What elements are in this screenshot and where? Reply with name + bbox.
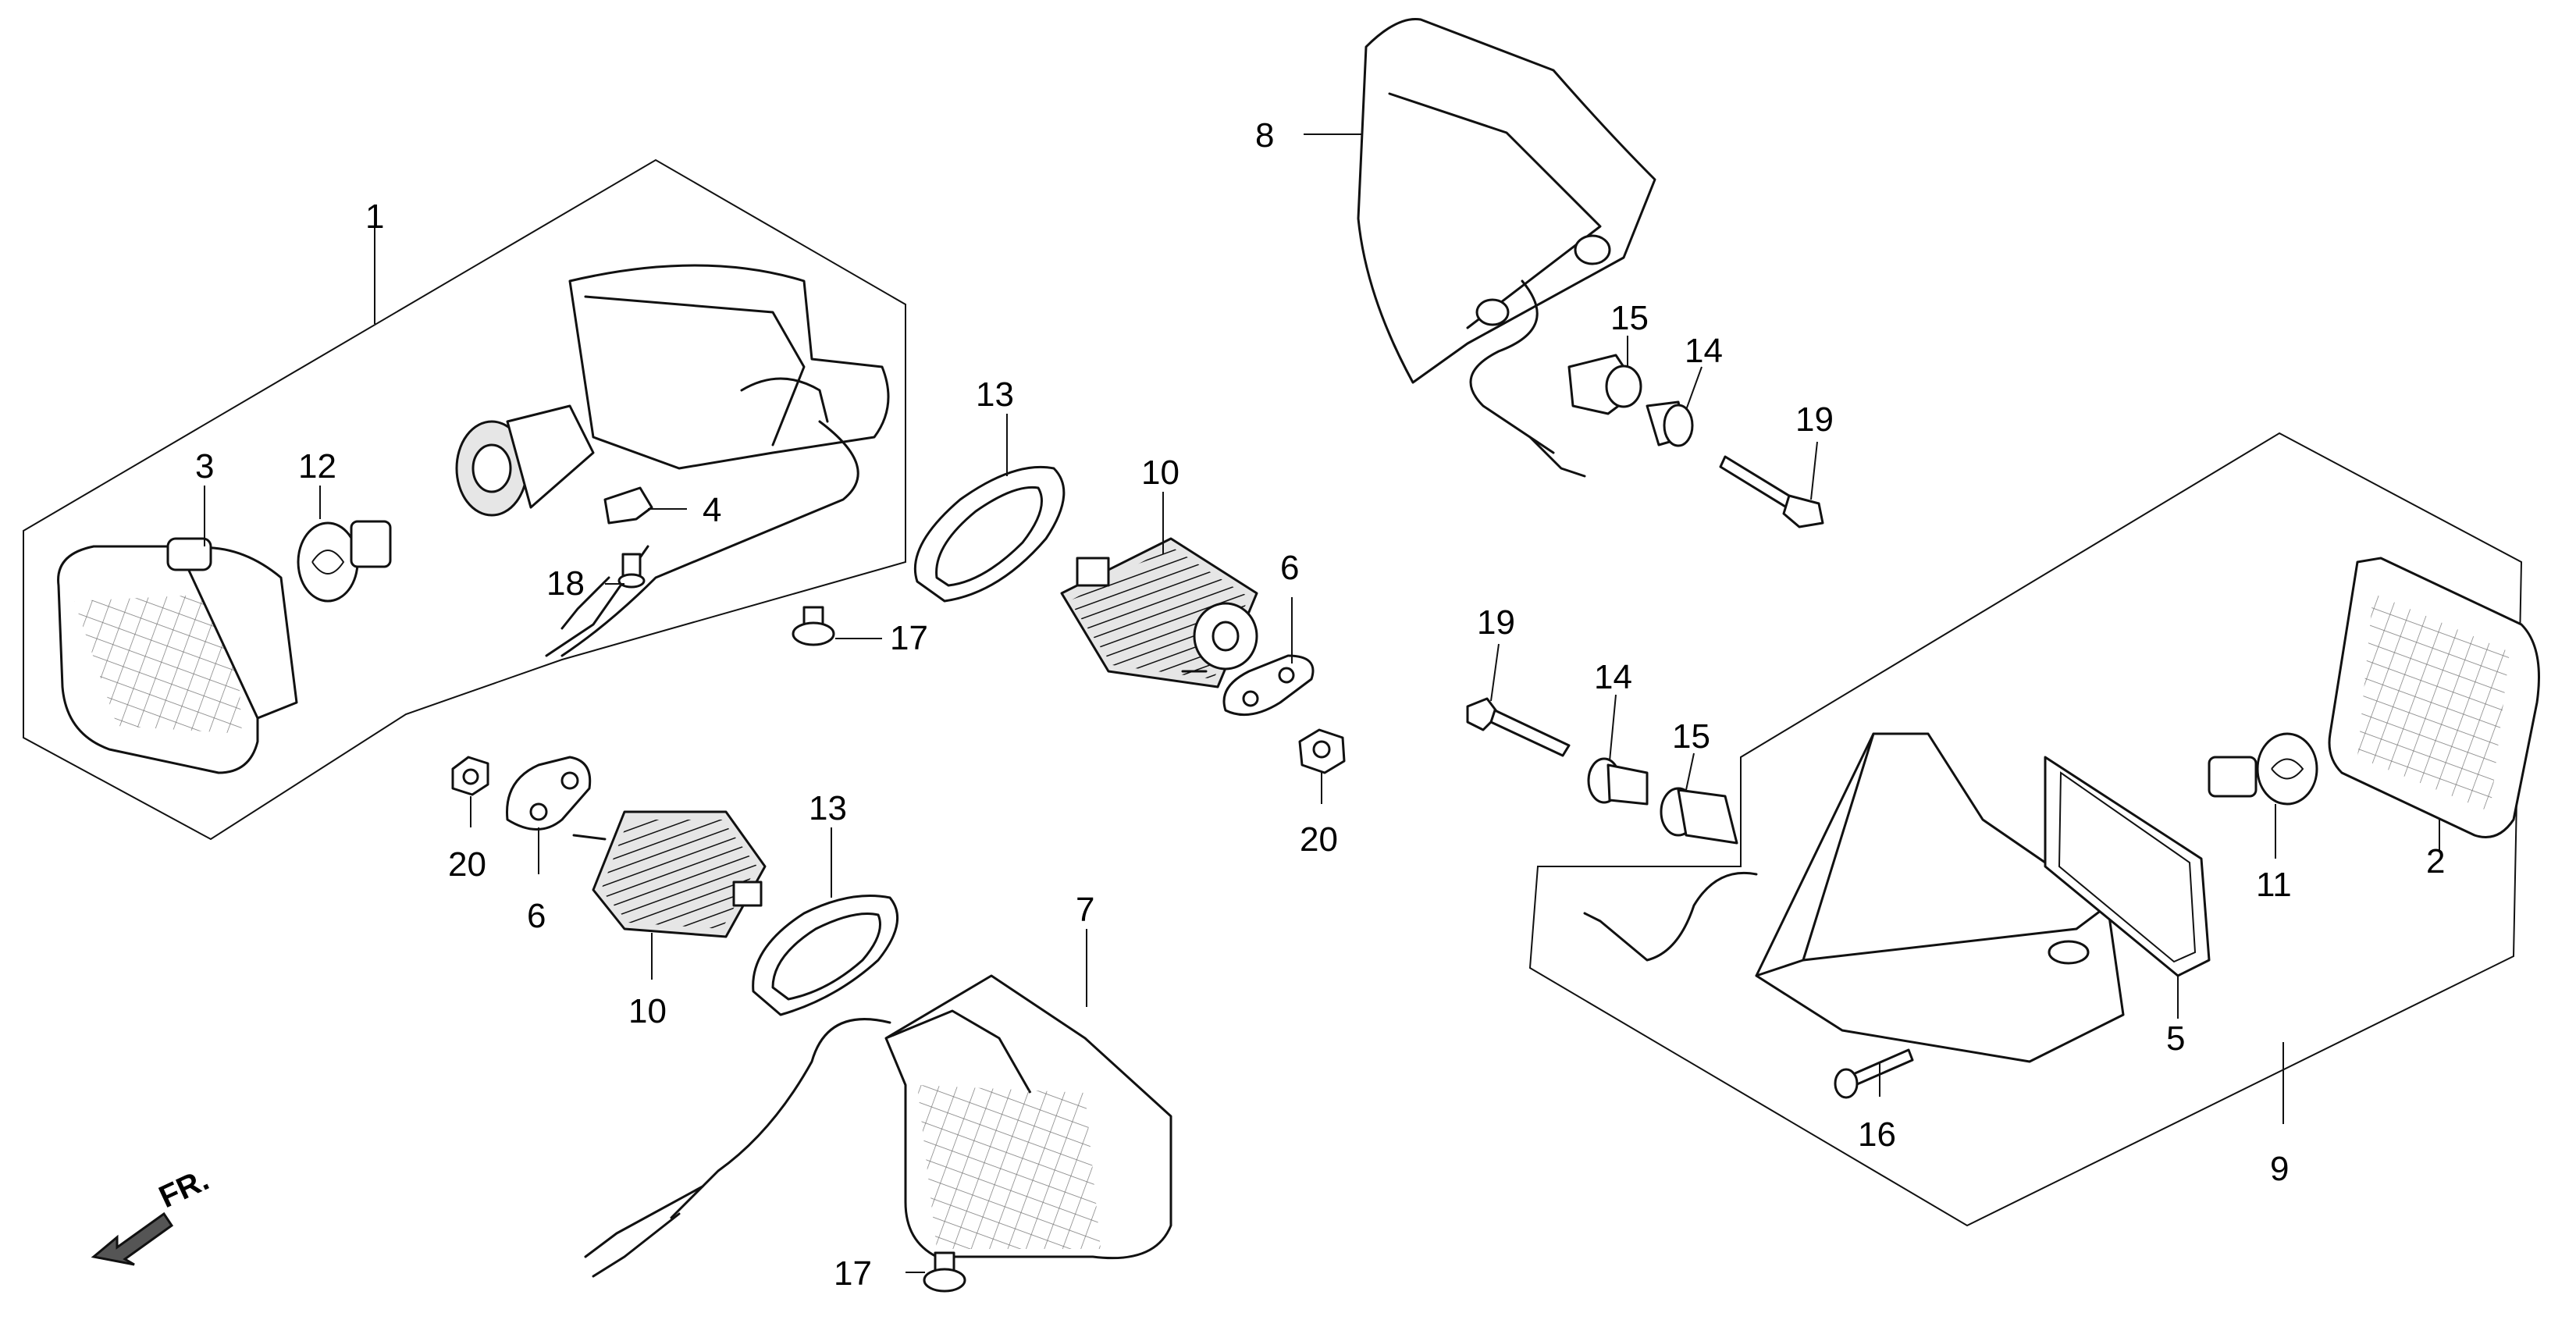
callout-1: 1: [365, 197, 384, 236]
washer-6-lower: [506, 756, 592, 831]
callout-12: 12: [298, 447, 336, 486]
callout-9: 9: [2270, 1150, 2289, 1188]
collar-14-mid: [1587, 757, 1649, 806]
leader-lines: [204, 133, 2440, 1273]
callout-7: 7: [1076, 891, 1094, 929]
front-direction-label: FR.: [154, 1162, 214, 1215]
turn-signal-housing-left: [568, 264, 890, 470]
bulb-socket: [455, 404, 595, 517]
collar-14-upper: [1646, 400, 1694, 447]
callout-8: 8: [1255, 116, 1274, 155]
callout-5: 5: [2166, 1019, 2185, 1058]
front-direction-arrow: [91, 1211, 174, 1266]
wire-harness-left: [560, 420, 859, 657]
wire-harness-lower: [670, 1018, 891, 1219]
callout-16: 16: [1858, 1115, 1896, 1154]
bolt-19-mid: [1466, 697, 1571, 757]
callout-11: 11: [2256, 866, 2292, 904]
callout-2: 2: [2426, 842, 2445, 881]
assembly-outline-9: [1528, 432, 2523, 1227]
turn-signal-lens-left: [57, 537, 298, 774]
callout-10-lower: 10: [628, 992, 667, 1030]
callout-19-mid: 19: [1477, 603, 1515, 642]
callout-14-upper: 14: [1685, 332, 1723, 370]
screw-17-lower: [923, 1251, 966, 1293]
callout-3: 3: [195, 447, 214, 486]
screw-18: [617, 553, 646, 589]
assembly-outline-1: [23, 158, 906, 841]
callout-17-lower: 17: [834, 1254, 872, 1293]
callout-15-upper: 15: [1610, 299, 1649, 337]
resistor-10-lower: [572, 810, 767, 938]
clip-4: [603, 486, 653, 525]
grommet-15-upper: [1567, 354, 1642, 415]
gasket-13-lower: [752, 895, 899, 1016]
resistor-10-upper: [1060, 537, 1258, 688]
grommet-15-mid: [1660, 787, 1738, 845]
bulb-11: [2208, 732, 2318, 806]
turn-signal-lens-lower: [884, 974, 1172, 1260]
callout-10-upper: 10: [1141, 454, 1179, 492]
taillight-housing-upper: [1357, 17, 1656, 384]
wire-harness-taillight: [1583, 871, 1758, 962]
washer-6-upper: [1222, 654, 1315, 717]
screw-16: [1834, 1048, 1914, 1099]
callout-14-mid: 14: [1594, 658, 1632, 696]
callout-20-right: 20: [1300, 820, 1338, 859]
nut-20-right: [1298, 728, 1346, 774]
gasket-5: [2044, 756, 2211, 977]
wire-harness-upper-right: [1469, 279, 1555, 454]
callout-17-upper: 17: [890, 619, 928, 657]
callout-19-upper: 19: [1795, 400, 1834, 439]
screw-17-upper: [792, 606, 835, 646]
callout-6-lower: 6: [527, 897, 546, 935]
callout-15-mid: 15: [1672, 717, 1710, 756]
callout-13-lower: 13: [809, 789, 847, 827]
bolt-19-upper: [1719, 455, 1824, 528]
taillight-lens: [2328, 557, 2540, 838]
callout-6-upper: 6: [1280, 549, 1299, 587]
nut-20-left: [451, 756, 489, 796]
gasket-13-upper: [913, 465, 1066, 603]
callout-4: 4: [703, 491, 721, 529]
bulb-12v: [297, 520, 392, 603]
callout-18: 18: [546, 564, 585, 603]
callout-13-upper: 13: [976, 375, 1014, 414]
callout-20-left: 20: [448, 845, 486, 884]
